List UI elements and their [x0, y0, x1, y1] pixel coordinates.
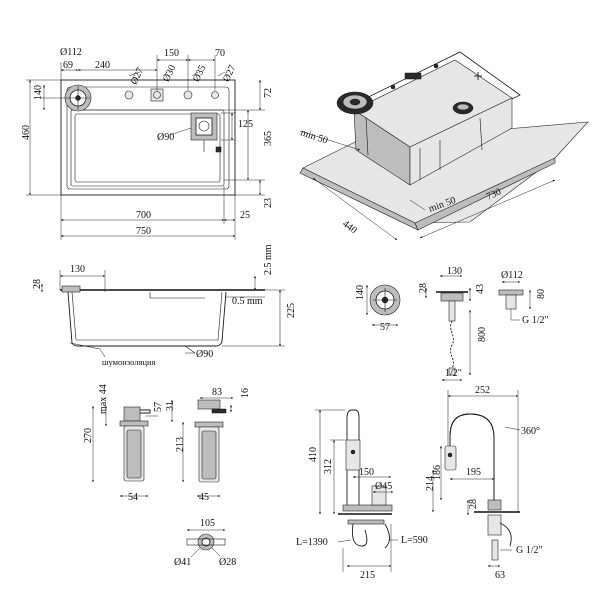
faucet-dim-312: 312: [323, 459, 334, 474]
drain-dim-80: 80: [536, 289, 547, 299]
dispenser-dim-270: 270: [83, 428, 94, 443]
drain-dim-d112: Ø112: [501, 270, 523, 281]
dim-69: 69: [63, 60, 73, 71]
dim-140: 140: [33, 85, 44, 100]
faucet-side-dim-252: 252: [475, 385, 490, 396]
side-dim-130: 130: [70, 264, 85, 275]
glass-rinser: [64, 84, 92, 112]
rinser-dim-140: 140: [355, 285, 366, 300]
dim-460: 460: [21, 125, 32, 140]
faucet-side-view: 252 360° 195 186 214 28 G 1/2" 63: [425, 385, 543, 581]
drain-dim-28: 28: [418, 283, 429, 293]
dim-700: 700: [136, 210, 151, 221]
dispenser-dim-57: 57: [153, 402, 164, 412]
dispenser-dim-31: 31: [165, 401, 176, 411]
side-dim-2-5mm: 2.5 mm: [263, 244, 274, 275]
dispenser-dim-105: 105: [200, 518, 215, 529]
faucet-side-dim-195: 195: [466, 467, 481, 478]
dim-365: 365: [263, 131, 274, 146]
dispenser-dim-54: 54: [128, 492, 138, 503]
sink-top-view: Ø112 69 240 150 70 Ø27 Ø30 Ø35 Ø27 140 4…: [21, 47, 274, 240]
drain-rinser-details: 140 57 130 28 43 800 1/2" Ø112 80 G 1/2": [355, 266, 549, 381]
faucet-front-view: 410 312 150 Ø45 L=1390 L=590 215: [296, 409, 428, 581]
side-dim-225: 225: [286, 303, 297, 318]
faucet-side-dim-360: 360°: [521, 426, 540, 437]
insulation-label: шумоизоляция: [102, 357, 156, 367]
faucet-dim-410: 410: [308, 447, 319, 462]
dim-72: 72: [263, 88, 274, 98]
faucet-dim-l590: L=590: [401, 535, 428, 546]
faucet-dim-l1390: L=1390: [296, 537, 328, 548]
dim-25: 25: [240, 210, 250, 221]
dispenser-dim-max44: max 44: [98, 384, 109, 414]
drain-dim-half: 1/2": [445, 368, 462, 379]
rinser-dim-57: 57: [380, 322, 390, 333]
dispenser-dim-83: 83: [212, 387, 222, 398]
sink-outline: [60, 79, 236, 196]
dim-d35: Ø35: [191, 63, 208, 83]
sink-isometric-view: min 50 min 50 440 730: [299, 51, 589, 241]
sink-side-section: 130 28 2.5 mm 0.5 mm 225 шумоизоляция Ø9…: [32, 244, 297, 367]
faucet-side-dim-63: 63: [495, 570, 505, 581]
hole-30: [153, 91, 161, 99]
drain-dim-g12: G 1/2": [522, 315, 549, 326]
faucet-side-dim-g12: G 1/2": [516, 545, 543, 556]
drain-dim-130: 130: [447, 266, 462, 277]
dim-240: 240: [95, 60, 110, 71]
dim-150: 150: [164, 48, 179, 59]
dispenser-dim-45: 45: [199, 492, 209, 503]
soap-dispenser-views: 270 max 44 57 54 83 16 31 213 45 105 Ø41…: [83, 384, 251, 568]
hole-27-left: [124, 90, 134, 100]
dim-d30: Ø30: [161, 63, 178, 83]
dim-d27-left: Ø27: [129, 66, 146, 86]
iso-dim-440: 440: [340, 219, 359, 237]
dim-d90: Ø90: [157, 132, 174, 143]
hole-27-right: [211, 91, 219, 99]
dim-125: 125: [238, 119, 253, 130]
dim-d112: Ø112: [60, 47, 82, 58]
side-dim-d90: Ø90: [196, 349, 213, 360]
dispenser-dim-d28: Ø28: [219, 557, 236, 568]
hole-35: [183, 90, 193, 100]
square-drain: [190, 112, 222, 153]
faucet-side-dim-214: 214: [425, 476, 436, 491]
faucet-dim-215: 215: [360, 570, 375, 581]
dim-d27-right: Ø27: [221, 63, 238, 83]
drain-dim-800: 800: [477, 327, 488, 342]
iso-min50-top: min 50: [299, 127, 329, 146]
dim-23: 23: [263, 198, 274, 208]
dispenser-dim-16: 16: [240, 388, 251, 398]
faucet-side-dim-186: 186: [432, 465, 443, 480]
faucet-side-dim-28: 28: [468, 499, 479, 509]
dim-750: 750: [136, 226, 151, 237]
dim-70: 70: [215, 48, 225, 59]
dispenser-dim-d41: Ø41: [174, 557, 191, 568]
drain-dim-43: 43: [475, 284, 486, 294]
side-dim-0-5mm: 0.5 mm: [232, 296, 263, 307]
dispenser-dim-213: 213: [175, 437, 186, 452]
faucet-dim-150: 150: [359, 467, 374, 478]
side-dim-28: 28: [32, 279, 43, 289]
faucet-dim-d45: Ø45: [375, 481, 392, 492]
